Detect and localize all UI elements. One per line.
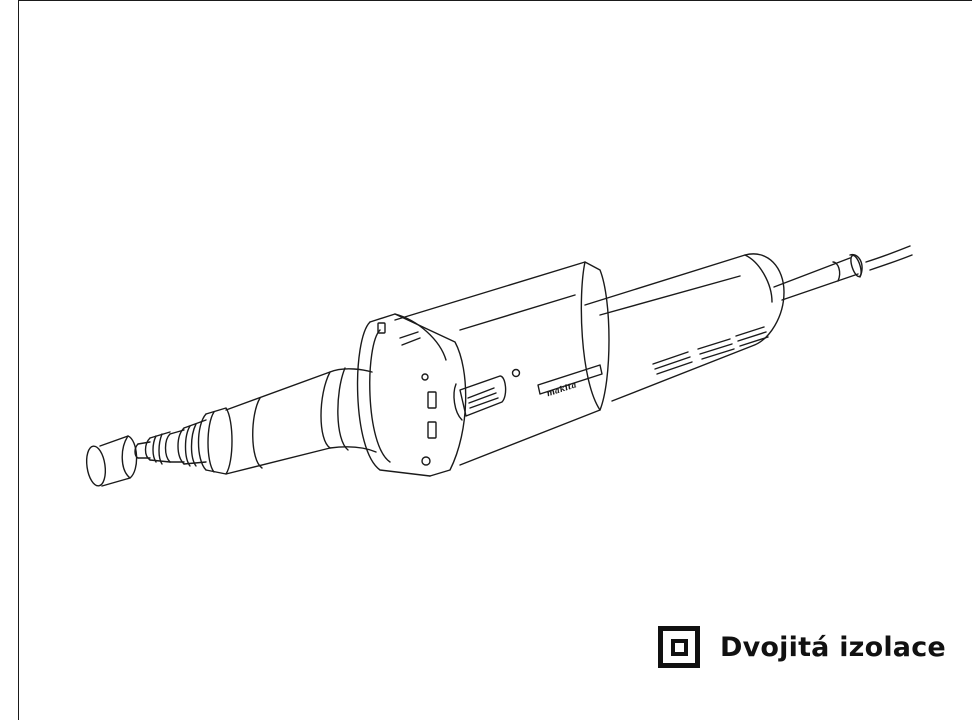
double-insulation-mark: Dvojitá izolace bbox=[658, 626, 946, 668]
grinding-point bbox=[85, 435, 138, 487]
motor-housing bbox=[584, 253, 785, 402]
page-frame bbox=[18, 0, 972, 720]
gear-housing: makita bbox=[394, 261, 610, 466]
slide-switch bbox=[453, 375, 507, 421]
vent-slots bbox=[652, 326, 769, 375]
double-insulation-label: Dvojitá izolace bbox=[720, 631, 946, 663]
front-neck bbox=[225, 367, 377, 475]
double-insulation-icon bbox=[658, 626, 700, 668]
svg-text:makita: makita bbox=[545, 379, 578, 398]
head-collar bbox=[356, 313, 467, 477]
power-cord bbox=[773, 245, 913, 301]
collet-nut bbox=[134, 407, 233, 475]
double-insulation-inner-square bbox=[670, 638, 688, 656]
